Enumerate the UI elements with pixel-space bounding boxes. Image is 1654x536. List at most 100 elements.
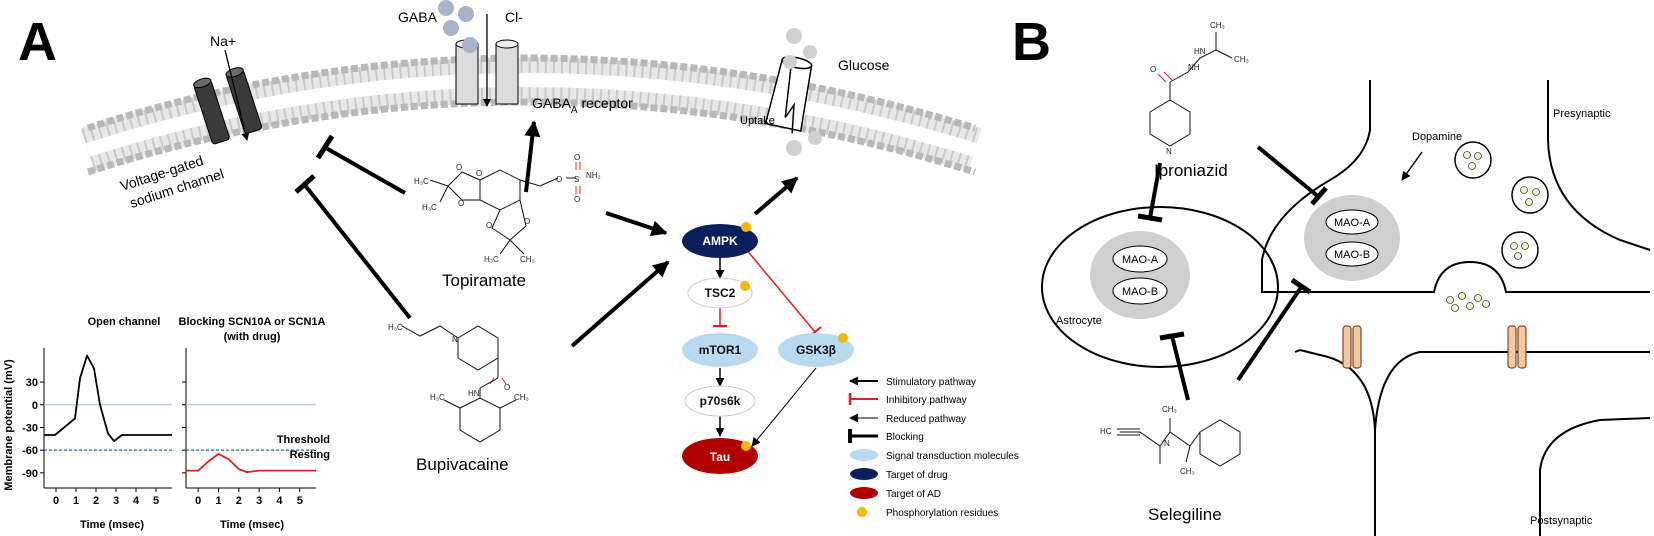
legend-signal: Signal transduction molecules [886, 451, 1019, 462]
presynaptic-neuron [1261, 80, 1651, 293]
plot1-title: Open channel [88, 316, 161, 328]
bupivacaine-hn: HN [468, 389, 480, 398]
topiramate-o2: O [456, 163, 462, 172]
y-tick-label: 0 [32, 400, 38, 412]
ampk-label: AMPK [702, 234, 738, 248]
x-tick-label: 3 [256, 495, 262, 507]
topiramate-nh2: NH₂ [586, 171, 601, 180]
bupivacaine-n: N [452, 335, 458, 344]
iproniazid-label: Iproniazid [1154, 161, 1228, 180]
x-tick-label: 3 [113, 495, 119, 507]
legend-target-ad: Target of AD [886, 489, 941, 500]
sodium-channel [193, 49, 263, 145]
gsk3b-node [778, 333, 854, 367]
topiramate-s: S [574, 175, 579, 184]
topiramate-o1: O [476, 169, 482, 178]
presynaptic-label: Presynaptic [1553, 108, 1611, 120]
iproniazid-hn: HN [1194, 47, 1206, 56]
legend-blocking: Blocking [886, 432, 924, 443]
glucose-transporter [764, 28, 822, 156]
panel-a-letter: A [18, 12, 57, 72]
threshold-label: Threshold [277, 434, 330, 446]
tsc2-node [687, 277, 753, 309]
mtor1-label: mTOR1 [699, 343, 742, 357]
dopamine-arrow [1401, 151, 1423, 181]
iproniazid-ch3-a: CH₃ [1210, 21, 1225, 30]
topiramate-o7: O [574, 153, 580, 162]
legend-stimulatory: Stimulatory pathway [886, 377, 976, 388]
postsynaptic-neuron [1294, 349, 1651, 536]
mao-a-astrocyte [1112, 245, 1168, 273]
y-tick-label: -30 [22, 422, 38, 434]
plot1-xlabel: Time (msec) [80, 519, 144, 531]
selegiline-structure [1117, 418, 1241, 467]
iproniazid-o: O [1150, 65, 1156, 74]
mao-a-presynaptic [1325, 209, 1379, 235]
tsc2-label: TSC2 [705, 286, 736, 300]
legend-phospho: Phosphorylation residues [886, 508, 998, 519]
glucose-label: Glucose [838, 57, 890, 73]
mao-halo-presynaptic [1304, 195, 1400, 281]
x-tick-label: 4 [276, 495, 283, 507]
bupivacaine-label: Bupivacaine [416, 455, 509, 474]
signaling-pathway [682, 222, 854, 474]
iproniazid-nh: NH [1188, 63, 1200, 72]
plot-blocking: 0 1 2 3 4 5 [182, 348, 316, 507]
x-tick-label: 2 [236, 495, 242, 507]
x-tick-label: 2 [93, 495, 99, 507]
dopamine-receptors [1342, 325, 1527, 369]
y-tick-label: -60 [22, 445, 38, 457]
topiramate-label: Topiramate [442, 271, 526, 290]
mao-b-astrocyte-label: MAO-B [1122, 286, 1158, 298]
mao-halo-astrocyte [1090, 231, 1190, 319]
potential-trace [186, 452, 316, 474]
bupivacaine-ch3-a: H₃C [388, 323, 403, 332]
x-tick-label: 5 [153, 495, 159, 507]
panel-b-blocking [1137, 145, 1328, 401]
x-tick-label: 1 [215, 495, 221, 507]
y-tick-label: 30 [26, 377, 38, 389]
potential-plots: Membrane potential (mV) Open channel Blo… [3, 316, 330, 531]
gaba-receptor [438, 0, 519, 107]
topiramate-ch3-4: CH₃ [520, 255, 535, 264]
selegiline-label: Selegiline [1148, 505, 1222, 524]
gaba-receptor-label: GABAA receptor [532, 95, 633, 116]
x-tick-label: 5 [297, 495, 303, 507]
y-tick-label: -90 [22, 468, 38, 480]
legend-inhibitory: Inhibitory pathway [886, 395, 967, 406]
topiramate-ch3-3: H₃C [484, 255, 499, 264]
potential-trace [44, 354, 172, 443]
gsk3b-label: GSK3β [796, 343, 836, 357]
topiramate-o5: O [524, 217, 530, 226]
topiramate-o8: O [574, 195, 580, 204]
panel-a-arrows [294, 120, 799, 348]
mao-b-astrocyte [1112, 277, 1168, 305]
plot2-title-line1: Blocking SCN10A or SCN1A [179, 316, 326, 328]
panel-b-letter: B [1012, 12, 1051, 72]
bupivacaine-ch3-b: H₃C [430, 393, 445, 402]
plot2-xlabel: Time (msec) [220, 519, 284, 531]
legend-target-drug: Target of drug [886, 470, 948, 481]
chloride-label: Cl- [505, 9, 523, 25]
tau-phospho [741, 441, 751, 451]
vesicles [1454, 141, 1549, 269]
p70s6k-label: p70s6k [700, 394, 741, 408]
mtor1-node [682, 333, 758, 367]
legend [848, 376, 878, 517]
iproniazid-n: N [1166, 147, 1172, 156]
iproniazid-ch3-b: CH₃ [1234, 55, 1249, 64]
x-tick-label: 4 [133, 495, 140, 507]
x-tick-label: 0 [53, 495, 59, 507]
postsynaptic-label: Postsynaptic [1530, 515, 1593, 527]
bupivacaine-o: O [504, 383, 510, 392]
astrocyte-label: Astrocyte [1056, 315, 1102, 327]
resting-label: Resting [290, 449, 330, 461]
mao-b-presynaptic [1325, 241, 1379, 267]
tsc2-phospho [740, 281, 750, 291]
ylabel: Membrane potential (mV) [3, 359, 15, 491]
x-tick-label: 0 [195, 495, 201, 507]
topiramate-o4: O [486, 221, 492, 230]
bupivacaine-ch3-c: CH₃ [514, 393, 529, 402]
